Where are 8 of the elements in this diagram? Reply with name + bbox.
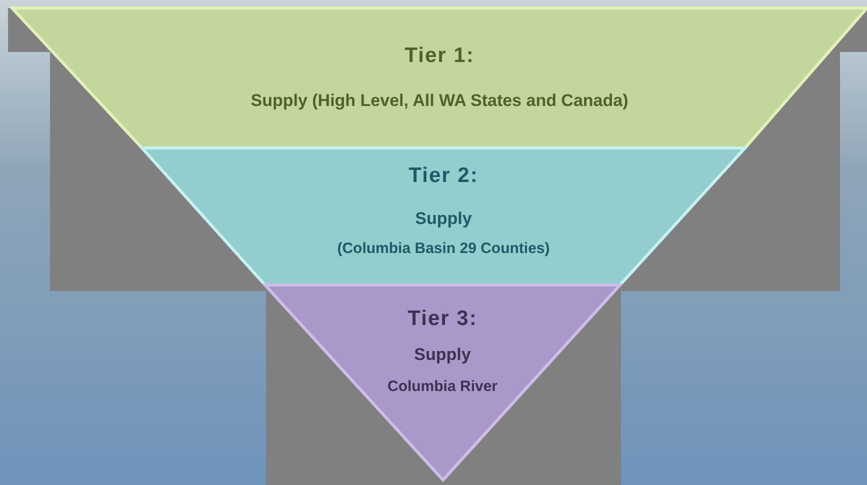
tier-title: Tier 1: bbox=[404, 44, 476, 68]
tier-title: Tier 2: bbox=[408, 164, 480, 188]
tier-title: Tier 3: bbox=[406, 307, 478, 331]
tier-description: Supply bbox=[414, 209, 473, 229]
tier-description: Supply (High Level, All WA States and Canada) bbox=[250, 91, 630, 111]
tier-description: (Columbia Basin 29 Counties) bbox=[336, 240, 551, 257]
tier-description: Columbia River bbox=[386, 378, 499, 395]
tier-description: Supply bbox=[413, 345, 472, 365]
